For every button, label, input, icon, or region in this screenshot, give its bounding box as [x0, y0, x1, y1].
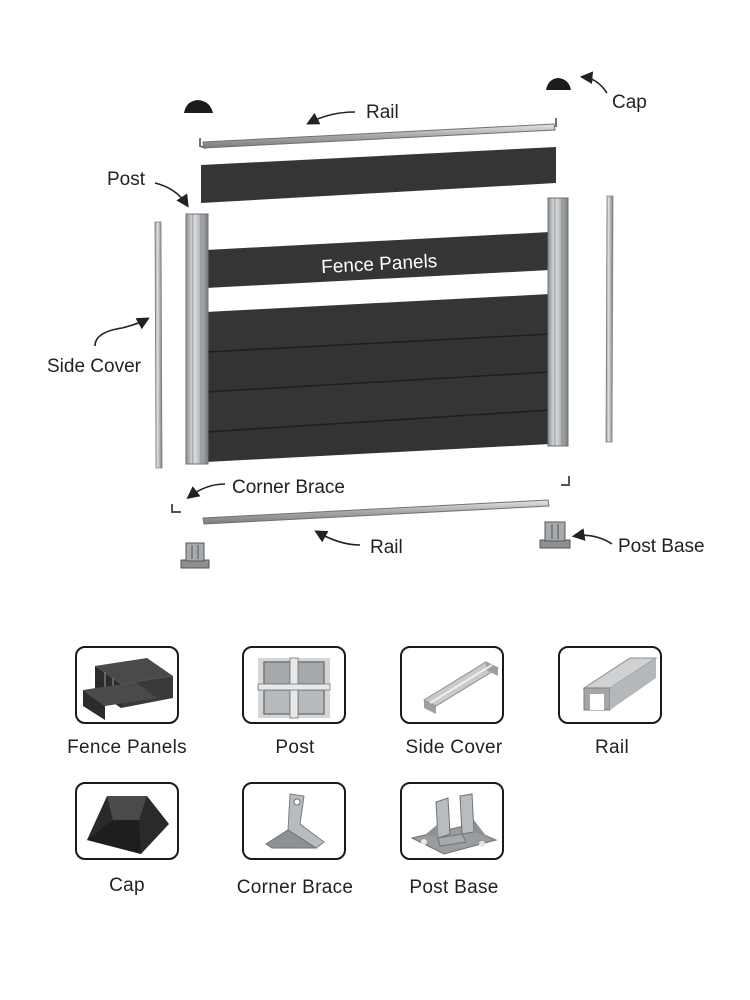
post-base-icon: [410, 793, 498, 855]
cap-right: [546, 78, 571, 90]
corner-brace-icon: [265, 793, 325, 849]
arrow-cap: [579, 71, 608, 94]
caption-side-cover: Side Cover: [405, 737, 503, 758]
arrow-side-cover: [94, 317, 150, 347]
arrow-rail-bottom: [314, 530, 361, 546]
fence-panels-icon: [83, 658, 173, 720]
corner-brace-right: [561, 476, 570, 486]
arrow-post: [154, 182, 189, 208]
thumb-fence-panels: [75, 646, 179, 724]
arrow-post-base: [571, 528, 613, 545]
label-side-cover: Side Cover: [47, 356, 142, 377]
top-rail: [199, 118, 557, 149]
caption-fence-panels: Fence Panels: [67, 737, 187, 758]
label-rail-top: Rail: [366, 102, 399, 123]
post-base-left: [180, 542, 210, 569]
caption-post-base: Post Base: [409, 877, 499, 898]
cap-left: [184, 100, 213, 113]
exploded-fence-diagram: Cap Rail Post Fence Panels Side Cover Co…: [47, 71, 705, 569]
cap-icon: [87, 796, 169, 854]
caption-rail: Rail: [595, 737, 629, 758]
arrow-rail-top: [306, 111, 356, 125]
post-profile-icon: [257, 657, 331, 719]
thumb-post-base: [400, 782, 504, 860]
post-left: [185, 213, 209, 465]
thumb-post: [242, 646, 346, 724]
arrow-corner-brace: [186, 483, 226, 499]
label-rail-bottom: Rail: [370, 537, 403, 558]
label-cap: Cap: [612, 92, 647, 113]
corner-brace-left: [171, 504, 181, 513]
fence-panel-stack: [205, 232, 551, 462]
thumb-cap: [75, 782, 179, 860]
thumb-corner-brace: [242, 782, 346, 860]
post-base-right: [539, 521, 571, 549]
label-corner-brace: Corner Brace: [232, 477, 345, 498]
bottom-rail: [202, 499, 550, 525]
top-fence-panel: [201, 147, 556, 203]
caption-corner-brace: Corner Brace: [236, 877, 354, 898]
thumb-side-cover: [400, 646, 504, 724]
label-post-base: Post Base: [618, 536, 705, 557]
label-post: Post: [107, 169, 146, 190]
side-cover-right: [605, 195, 614, 443]
side-cover-icon: [422, 661, 500, 714]
caption-post: Post: [275, 737, 315, 758]
thumb-rail: [558, 646, 662, 724]
post-right: [547, 197, 569, 447]
caption-cap: Cap: [109, 875, 145, 896]
side-cover-left: [154, 221, 163, 469]
rail-icon: [582, 657, 658, 711]
